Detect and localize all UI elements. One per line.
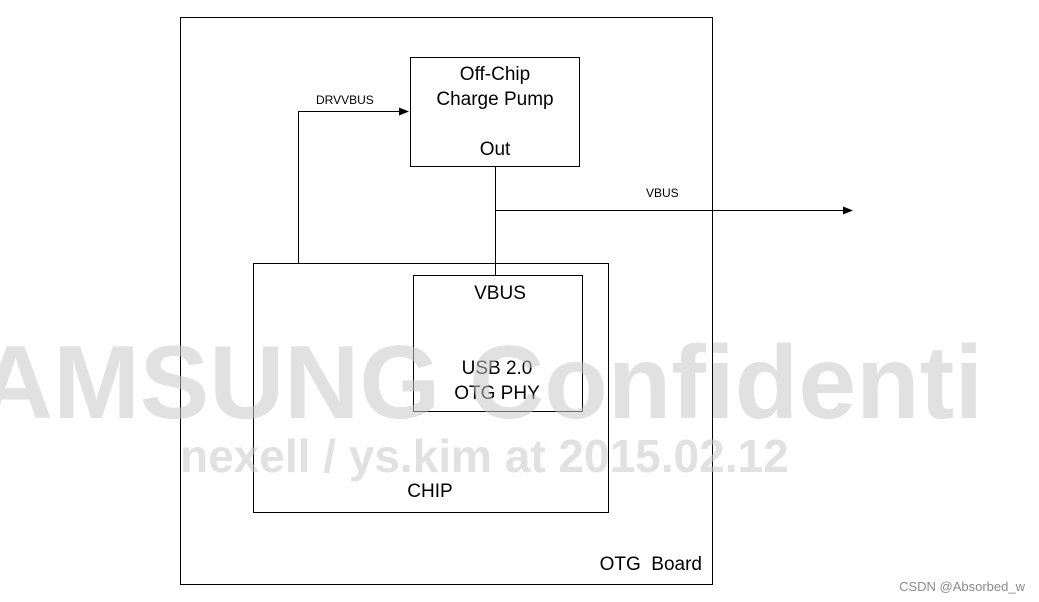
otg-board-label: OTG Board bbox=[600, 554, 702, 575]
chip-box bbox=[253, 263, 609, 513]
charge-pump-title-line2: Charge Pump bbox=[436, 89, 553, 110]
confidential-watermark: AMSUNG Confidenti bbox=[0, 325, 983, 441]
vbus-output-label: VBUS bbox=[646, 186, 679, 200]
phy-box bbox=[413, 275, 583, 412]
drvvbus-line bbox=[298, 107, 409, 263]
phy-title-line2: OTG PHY bbox=[454, 383, 540, 404]
phy-title-line1: USB 2.0 bbox=[462, 358, 533, 379]
phy-vbus-label: VBUS bbox=[474, 283, 526, 304]
charge-pump-title-line1: Off-Chip bbox=[460, 64, 530, 85]
otg-board-box bbox=[180, 17, 713, 585]
charge-pump-out-label: Out bbox=[480, 139, 511, 160]
chip-label: CHIP bbox=[407, 481, 452, 502]
charge-pump-box bbox=[410, 57, 580, 167]
source-credit: CSDN @Absorbed_w bbox=[899, 579, 1025, 594]
drvvbus-label: DRVVBUS bbox=[316, 93, 374, 107]
watermark-user-date: nexell / ys.kim at 2015.02.12 bbox=[180, 430, 789, 482]
